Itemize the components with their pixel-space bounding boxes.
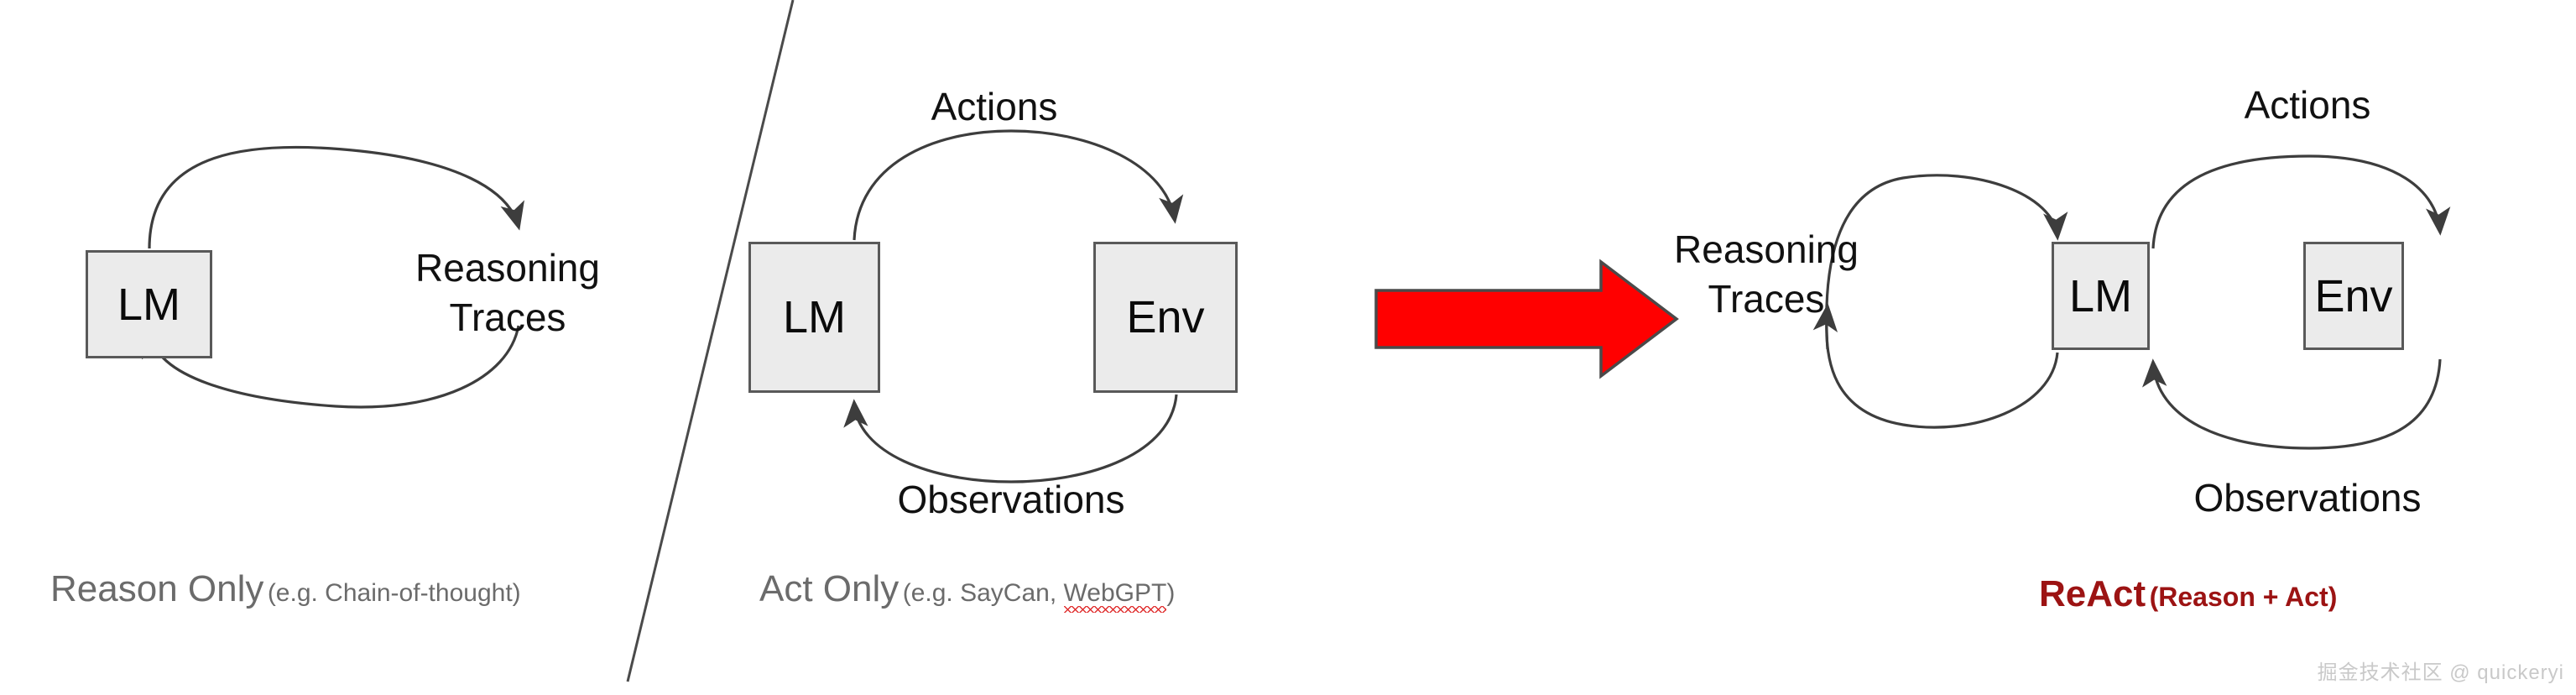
react-lm-box: LM	[2052, 242, 2150, 350]
act-only-env-box: Env	[1093, 242, 1238, 393]
reason-only-reasoning-traces-label: Reasoning Traces	[394, 243, 621, 342]
act-only-caption: Act Only (e.g. SayCan, WebGPT)	[759, 568, 1176, 613]
act-only-observations-label: Observations	[847, 477, 1175, 522]
react-reasoning-line: Reasoning	[1674, 227, 1859, 271]
react-caption-sub: (Reason + Act)	[2149, 582, 2338, 612]
act-only-caption-sub-suffix: )	[1166, 579, 1176, 607]
react-lm-label: LM	[2068, 270, 2132, 321]
act-only-misspelled-text: WebGPT	[1063, 579, 1167, 607]
react-actions-text: Actions	[2244, 83, 2371, 127]
reason-only-caption-main: Reason Only	[50, 568, 264, 609]
react-observations-text: Observations	[2193, 476, 2422, 520]
reason-only-lm-box: LM	[86, 250, 212, 358]
reason-only-caption: Reason Only (e.g. Chain-of-thought)	[50, 571, 521, 608]
panel-divider	[626, 0, 795, 682]
reason-only-lm-label: LM	[117, 279, 180, 330]
react-env-label: Env	[2314, 270, 2393, 321]
react-observations-label: Observations	[2144, 475, 2471, 520]
react-action-loop	[2142, 154, 2451, 450]
act-only-actions-label: Actions	[868, 84, 1120, 129]
react-caption: ReAct (Reason + Act)	[2039, 576, 2337, 613]
react-reasoning-loop	[1812, 174, 2068, 429]
reason-only-caption-sub: (e.g. Chain-of-thought)	[267, 579, 521, 607]
act-only-loop	[843, 129, 1184, 483]
act-only-env-label: Env	[1126, 292, 1205, 342]
act-only-lm-box: LM	[748, 242, 880, 393]
reason-only-traces-line: Traces	[449, 295, 566, 339]
react-env-box: Env	[2303, 242, 2404, 350]
watermark: 掘金技术社区 @ quickeryi	[2317, 661, 2564, 684]
act-only-observations-text: Observations	[897, 478, 1125, 521]
act-only-lm-label: LM	[782, 292, 846, 342]
reason-only-loop	[141, 145, 524, 409]
act-only-actions-text: Actions	[931, 85, 1058, 128]
react-reasoning-traces-label: Reasoning Traces	[1670, 225, 1863, 324]
react-traces-line: Traces	[1708, 276, 1825, 321]
spellcheck-squiggle-icon	[1063, 606, 1167, 613]
act-only-caption-sub-prefix: (e.g. SayCan,	[902, 579, 1064, 607]
reason-only-reasoning-line: Reasoning	[415, 246, 600, 290]
act-only-caption-main: Act Only	[759, 568, 900, 609]
act-only-caption-misspelled-word: WebGPT	[1063, 579, 1167, 613]
react-actions-label: Actions	[2182, 82, 2433, 128]
react-caption-main: ReAct	[2039, 573, 2146, 614]
red-right-arrow	[1374, 259, 1679, 379]
